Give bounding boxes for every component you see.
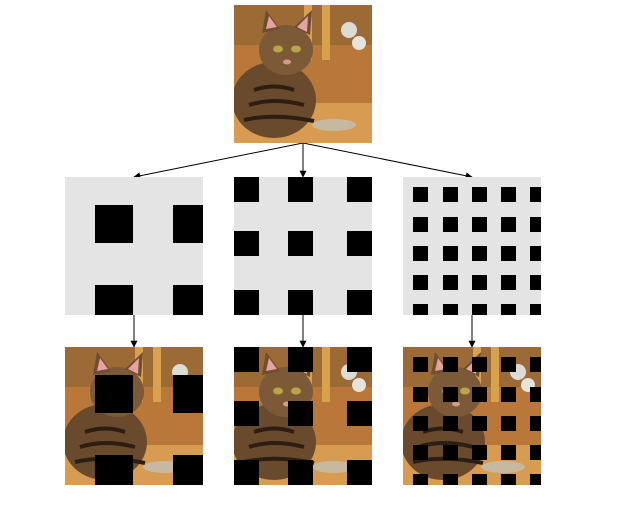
arrow-source-to-pattern-1: [133, 142, 304, 180]
mask-square: [234, 401, 259, 426]
masked-cat-2x2: [65, 347, 203, 485]
mask-square: [530, 304, 541, 315]
mask-square: [472, 217, 487, 232]
mask-square: [472, 416, 487, 431]
mask-square: [234, 177, 259, 202]
mask-square: [501, 187, 516, 202]
mask-pattern-5x5: [403, 177, 541, 315]
mask-square: [95, 455, 133, 485]
mask-square: [413, 416, 428, 431]
mask-square: [530, 187, 541, 202]
mask-square: [443, 357, 458, 372]
mask-square: [472, 187, 487, 202]
mask-square: [530, 246, 541, 261]
mask-square: [501, 357, 516, 372]
mask-square: [501, 246, 516, 261]
mask-square: [95, 285, 133, 315]
mask-square: [288, 460, 313, 485]
mask-square: [501, 304, 516, 315]
mask-square: [530, 357, 541, 372]
mask-square: [443, 187, 458, 202]
mask-square: [95, 375, 133, 413]
mask-square: [288, 290, 313, 315]
mask-square: [413, 445, 428, 460]
mask-square: [472, 246, 487, 261]
mask-square: [288, 347, 313, 372]
mask-square: [347, 401, 372, 426]
mask-square: [288, 401, 313, 426]
mask-square: [347, 347, 372, 372]
mask-square: [530, 416, 541, 431]
mask-square: [501, 474, 516, 485]
mask-square: [530, 474, 541, 485]
mask-square: [472, 387, 487, 402]
mask-square: [443, 474, 458, 485]
mask-square: [530, 217, 541, 232]
mask-square: [95, 205, 133, 243]
mask-square: [234, 347, 259, 372]
mask-square: [501, 387, 516, 402]
mask-square: [413, 246, 428, 261]
mask-square: [413, 357, 428, 372]
mask-square: [472, 357, 487, 372]
mask-square: [443, 387, 458, 402]
mask-square: [173, 205, 203, 243]
mask-square: [413, 304, 428, 315]
mask-square: [413, 187, 428, 202]
mask-square: [234, 460, 259, 485]
mask-square: [347, 231, 372, 256]
mask-square: [234, 290, 259, 315]
mask-square: [443, 275, 458, 290]
mask-square: [347, 460, 372, 485]
mask-square: [530, 275, 541, 290]
mask-square: [501, 275, 516, 290]
mask-square: [413, 217, 428, 232]
mask-square: [347, 290, 372, 315]
mask-square: [443, 445, 458, 460]
mask-square: [443, 304, 458, 315]
mask-square: [472, 474, 487, 485]
mask-square: [472, 275, 487, 290]
mask-square: [347, 177, 372, 202]
mask-square: [501, 217, 516, 232]
mask-square: [173, 375, 203, 413]
mask-square: [472, 445, 487, 460]
cat-photo-icon: [234, 5, 372, 143]
mask-square: [530, 387, 541, 402]
mask-pattern-3x3: [234, 177, 372, 315]
mask-square: [501, 416, 516, 431]
mask-square: [288, 177, 313, 202]
mask-square: [288, 231, 313, 256]
mask-square: [413, 275, 428, 290]
cat-photo-source: [234, 5, 372, 143]
mask-square: [472, 304, 487, 315]
mask-square: [173, 285, 203, 315]
mask-square: [234, 231, 259, 256]
mask-square: [413, 387, 428, 402]
masked-cat-3x3: [234, 347, 372, 485]
mask-pattern-2x2: [65, 177, 203, 315]
arrow-source-to-pattern-3: [302, 142, 473, 180]
mask-square: [443, 416, 458, 431]
mask-square: [413, 474, 428, 485]
mask-square: [443, 246, 458, 261]
mask-square: [530, 445, 541, 460]
mask-square: [173, 455, 203, 485]
mask-square: [443, 217, 458, 232]
masked-cat-5x5: [403, 347, 541, 485]
mask-square: [501, 445, 516, 460]
